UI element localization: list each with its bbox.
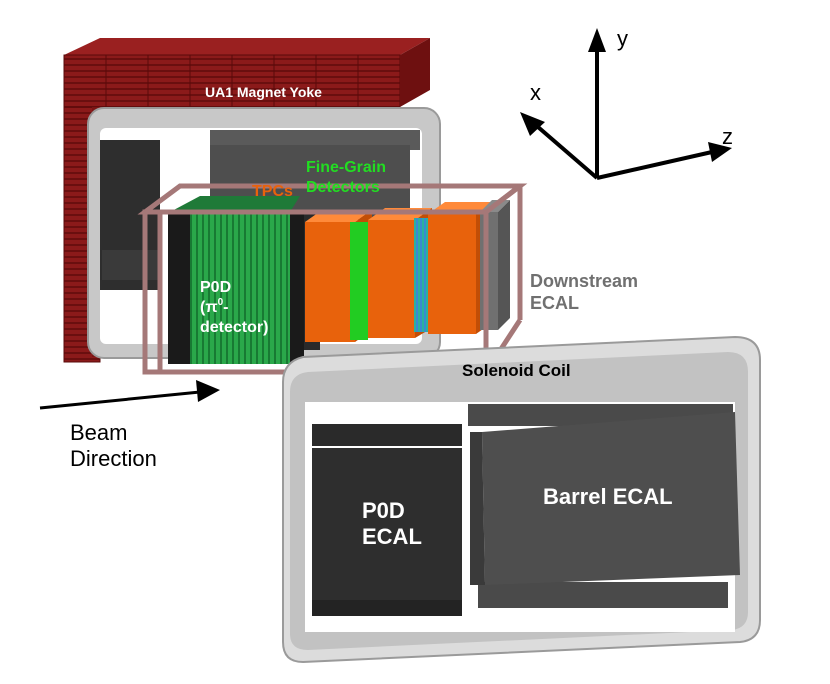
p0d-ecal-label-line2: ECAL bbox=[362, 524, 422, 549]
beam-direction-arrow bbox=[39, 380, 220, 410]
beam-direction-label-line2: Direction bbox=[70, 446, 157, 471]
p0d-label-pi: (π bbox=[200, 299, 218, 316]
beam-direction-label-line1: Beam bbox=[70, 420, 127, 445]
x-axis-line bbox=[536, 125, 599, 180]
fgd-module-2 bbox=[414, 218, 428, 332]
z-axis-arrowhead bbox=[708, 142, 732, 162]
y-axis-arrowhead bbox=[588, 28, 606, 52]
p0d-ecal-block bbox=[312, 424, 462, 616]
p0d-label-superscript: 0 bbox=[218, 297, 224, 308]
downstream-ecal-label-line2: ECAL bbox=[530, 293, 579, 313]
tpcs-label: TPCs bbox=[252, 183, 293, 200]
yoke-top-slabs bbox=[63, 38, 430, 108]
p0d-label-line3: detector) bbox=[200, 319, 268, 336]
p0d-label-line1: P0D bbox=[200, 279, 231, 296]
barrel-ecal-block bbox=[470, 412, 740, 585]
axis-label-x: x bbox=[530, 80, 541, 105]
fine-grain-label-line1: Fine-Grain bbox=[306, 159, 386, 176]
magnet-yoke-label: UA1 Magnet Yoke bbox=[205, 84, 322, 100]
fgd-module-1 bbox=[350, 222, 368, 340]
z-axis-line bbox=[596, 150, 713, 180]
x-axis-arrowhead bbox=[520, 112, 545, 136]
p0d-label-line2: (π0- bbox=[200, 297, 228, 316]
axis-label-z: z bbox=[722, 124, 733, 149]
p0d-label-dash: - bbox=[223, 299, 228, 316]
fine-grain-label-line2: Detectors bbox=[306, 179, 380, 196]
barrel-ecal-label: Barrel ECAL bbox=[543, 484, 673, 509]
solenoid-coil-label: Solenoid Coil bbox=[462, 361, 571, 380]
coordinate-axes bbox=[520, 28, 732, 180]
p0d-detector bbox=[168, 196, 304, 364]
yoke-top-face bbox=[64, 38, 430, 55]
tracker-modules bbox=[304, 200, 510, 350]
axis-label-y: y bbox=[617, 26, 628, 51]
p0d-ecal-label-line1: P0D bbox=[362, 498, 405, 523]
downstream-ecal-label-line1: Downstream bbox=[530, 271, 638, 291]
